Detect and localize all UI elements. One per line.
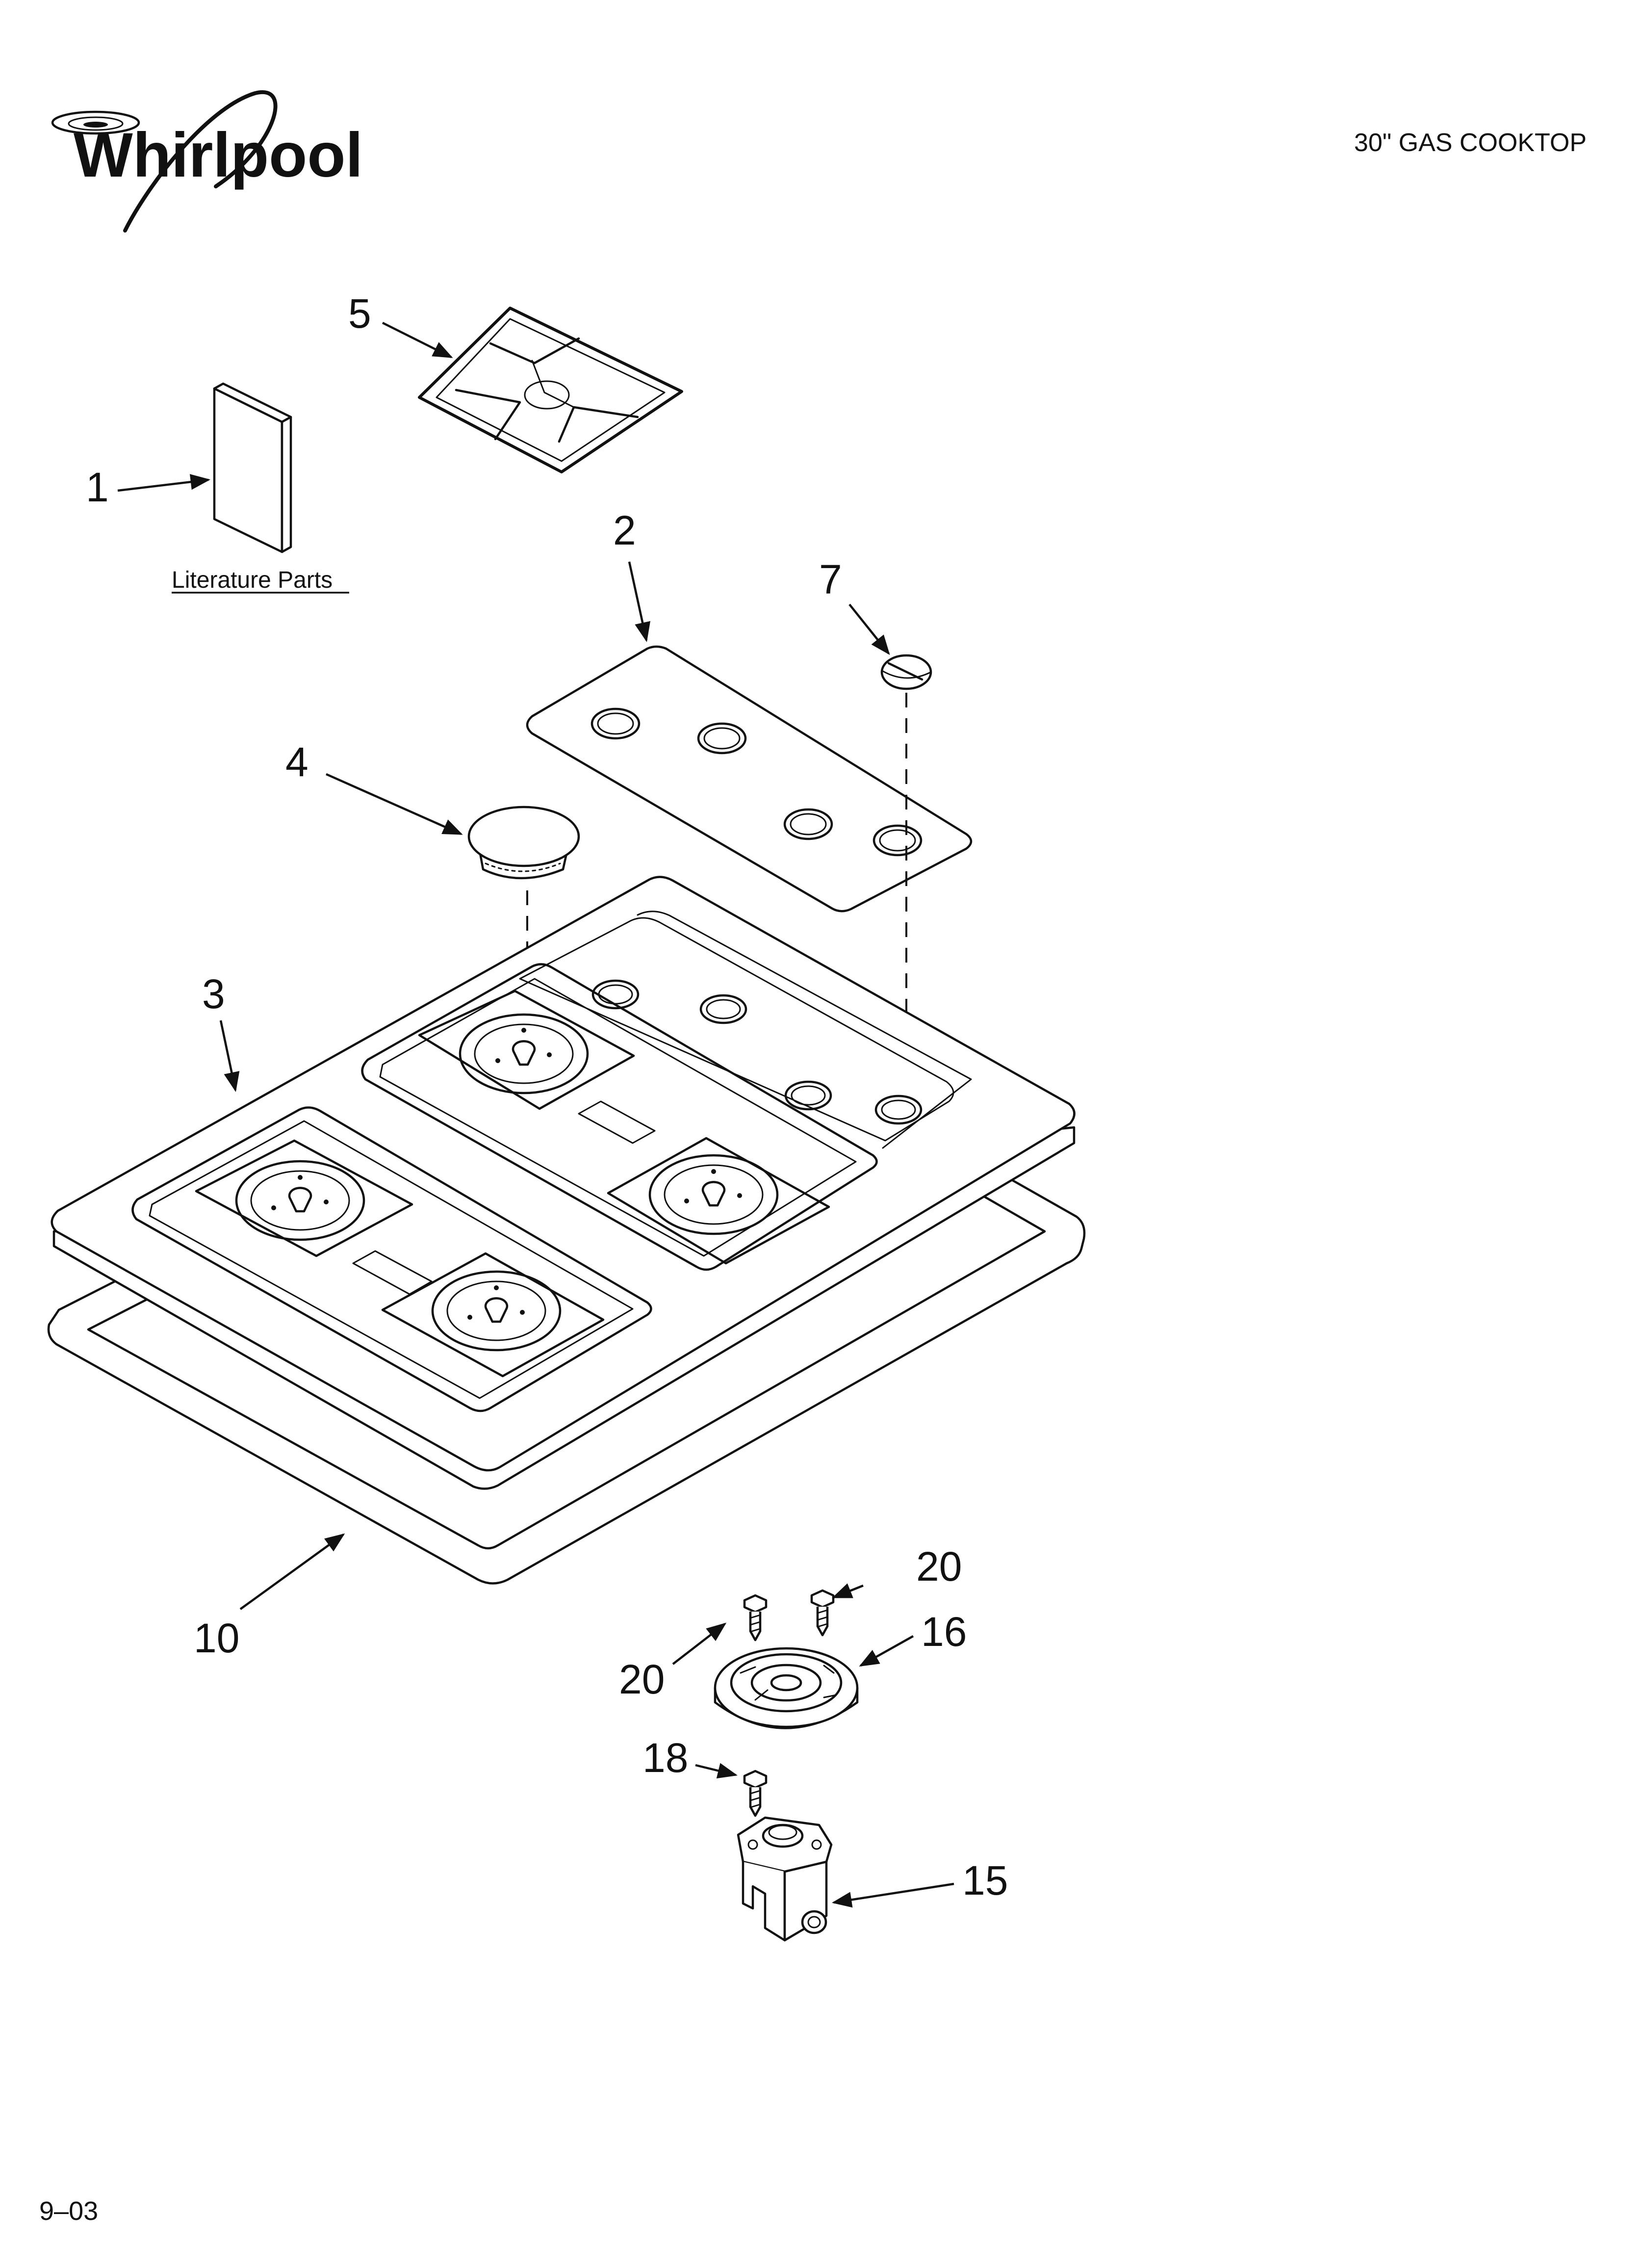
- literature-caption: Literature Parts: [172, 567, 333, 593]
- callout-15: 15: [962, 1857, 1008, 1903]
- screw-icon: [810, 1589, 835, 1637]
- control-knob-icon: [880, 654, 932, 690]
- leader-line-3: [219, 1020, 240, 1092]
- leader-line-16: [859, 1635, 914, 1667]
- literature-booklet-icon: [213, 382, 292, 553]
- screw-icon: [743, 1594, 768, 1642]
- callout-18: 18: [642, 1735, 688, 1781]
- leader-line-18: [695, 1763, 738, 1779]
- leader-line-15: [831, 1882, 954, 1908]
- revision-code: 9–03: [39, 2196, 98, 2226]
- leader-line-2: [628, 561, 651, 642]
- burner-base-icon: [714, 1647, 859, 1729]
- callout-7: 7: [819, 556, 842, 602]
- cooktop-top-icon: [51, 876, 1076, 1490]
- leader-line-20-top: [832, 1583, 864, 1599]
- whirlpool-logo-icon: Whirlpool: [51, 90, 363, 233]
- callout-1: 1: [86, 464, 109, 510]
- leader-line-5: [382, 321, 453, 359]
- callout-3: 3: [202, 971, 225, 1017]
- callout-20-top: 20: [916, 1543, 962, 1590]
- leader-line-10: [239, 1533, 345, 1610]
- leader-line-20-bottom: [672, 1622, 727, 1665]
- callout-4: 4: [285, 739, 308, 785]
- callout-10: 10: [194, 1615, 239, 1661]
- callout-5: 5: [348, 290, 371, 337]
- control-panel-overlay-icon: [526, 645, 973, 912]
- burner-grate-icon: [418, 307, 683, 473]
- leader-line-4: [326, 773, 463, 835]
- callout-16: 16: [921, 1609, 967, 1655]
- callout-2: 2: [613, 507, 636, 553]
- screw-icon: [743, 1770, 768, 1817]
- brand-logo-text: Whirlpool: [74, 120, 363, 190]
- page-title: 30" GAS COOKTOP: [1354, 129, 1587, 157]
- leader-line-7: [848, 603, 890, 655]
- callout-20-bottom: 20: [619, 1656, 665, 1702]
- orifice-holder-icon: [737, 1816, 833, 1942]
- leader-line-1: [117, 474, 211, 492]
- burner-cap-icon: [467, 806, 580, 880]
